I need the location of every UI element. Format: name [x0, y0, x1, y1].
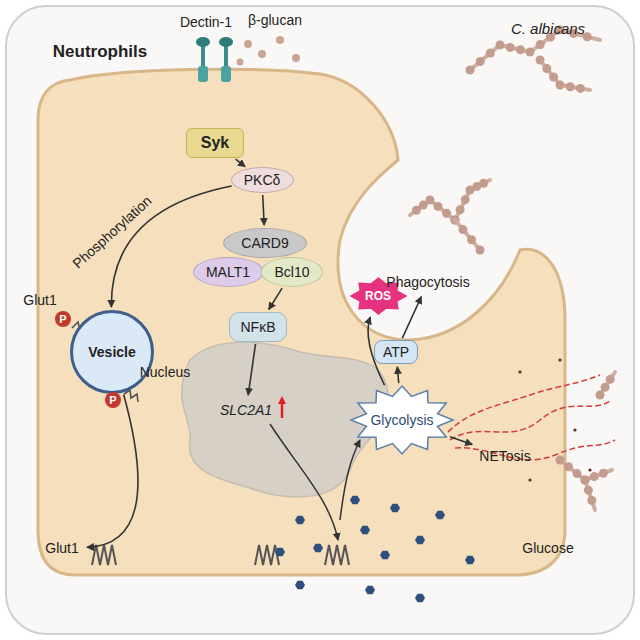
frame: [6, 6, 634, 634]
text-node: Phagocytosis: [383, 270, 473, 294]
text-label: Dectin-1: [180, 14, 232, 30]
node-text: MALT1: [206, 264, 250, 280]
starburst-node: Glycolysis: [350, 385, 454, 455]
node-text: NFκB: [241, 319, 276, 335]
text-node: Glut1: [40, 536, 84, 560]
process-node: CARD9: [223, 228, 307, 258]
process-node: Bcl10: [261, 257, 323, 287]
text-label: Glucose: [522, 540, 573, 556]
beta-glucan: [237, 36, 301, 66]
expression-arrow: [270, 424, 338, 540]
process-node: Syk: [186, 128, 244, 158]
text-label: β-glucan: [248, 12, 302, 28]
process-node: PKCδ: [231, 167, 294, 193]
arrow-connector: [402, 297, 421, 338]
process-node: NFκB: [229, 312, 287, 342]
glucose-uptake-arrow: [340, 440, 360, 520]
node-text: Bcl10: [274, 264, 309, 280]
node-text: Glut1: [45, 540, 78, 556]
node-text: ROS: [365, 289, 391, 303]
node-text: SLC2A1: [220, 402, 272, 418]
netosis-strands: [448, 375, 615, 460]
arrow-connector: [263, 195, 264, 225]
arrow-connector: [87, 394, 138, 547]
arrow-connector: [397, 367, 398, 383]
process-node: MALT1: [193, 257, 264, 287]
node-text: Syk: [201, 134, 229, 152]
text-node: NETosis: [475, 444, 535, 468]
phospho-mark: P: [105, 392, 121, 408]
node-text: Phagocytosis: [386, 274, 469, 290]
text-label: Glut1: [23, 292, 56, 308]
node-text: NETosis: [479, 448, 530, 464]
arrow-connector: [269, 288, 282, 309]
glut1-transporters: [92, 545, 349, 565]
upregulation-arrow: [281, 400, 284, 418]
arrow-connector: [248, 344, 255, 395]
node-text: ATP: [383, 344, 409, 360]
phospho-mark: P: [55, 311, 71, 327]
process-node: ATP: [374, 340, 418, 364]
node-text: Vesicle: [88, 344, 136, 360]
node-text: PKCδ: [244, 172, 281, 188]
text-label: Nucleus: [140, 364, 191, 380]
glucose-molecules: [275, 496, 475, 603]
process-node: Vesicle: [70, 310, 154, 394]
node-text: CARD9: [241, 235, 288, 251]
text-label: C. albicans: [511, 20, 585, 37]
text-node: SLC2A1: [218, 398, 275, 422]
arrow-connector: [236, 159, 245, 166]
dectin-1-receptor: [196, 37, 233, 82]
node-text: Glycolysis: [370, 412, 433, 428]
neutrophil-cell: [38, 69, 565, 575]
arrow-connector: [450, 437, 472, 445]
text-label: Neutrophils: [53, 42, 147, 62]
